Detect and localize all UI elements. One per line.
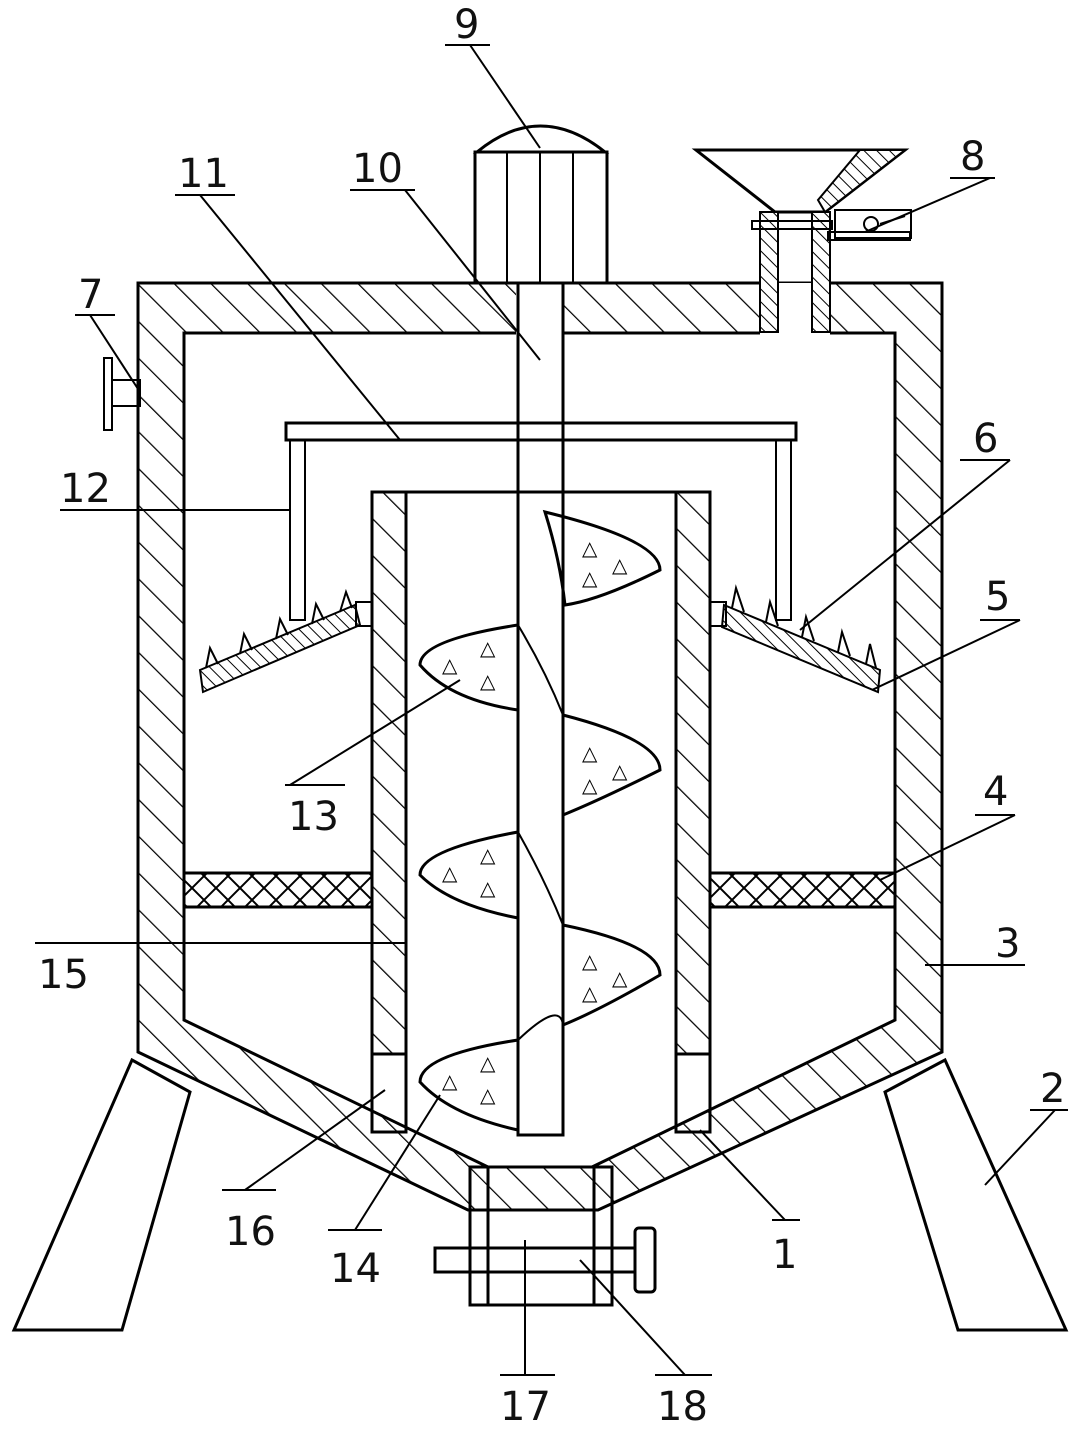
svg-text:△: △ [442, 653, 458, 677]
svg-text:△: △ [582, 773, 598, 797]
leader-lines [35, 44, 1068, 1376]
inclined-plates [198, 584, 882, 694]
label-9: 9 [454, 2, 479, 48]
label-6: 6 [973, 416, 998, 462]
drive-shaft [516, 281, 565, 1137]
svg-text:△: △ [612, 966, 628, 990]
svg-text:△: △ [480, 843, 496, 867]
support-legs [11, 1057, 1069, 1332]
label-3: 3 [995, 921, 1020, 967]
label-16: 16 [225, 1209, 276, 1255]
label-10: 10 [352, 146, 403, 192]
svg-text:△: △ [442, 1069, 458, 1093]
svg-text:△: △ [480, 669, 496, 693]
svg-text:△: △ [612, 759, 628, 783]
label-13: 13 [288, 794, 339, 840]
svg-text:△: △ [480, 876, 496, 900]
label-5: 5 [985, 574, 1010, 620]
feed-hopper [691, 148, 912, 333]
svg-text:△: △ [582, 949, 598, 973]
label-14: 14 [330, 1246, 381, 1292]
motor [472, 124, 610, 285]
svg-text:△: △ [480, 636, 496, 660]
svg-text:△: △ [582, 566, 598, 590]
screw-auger: △ △ △ △ △ △ △ △ △ △ △ △ △ △ △ △ △ △ [418, 509, 662, 1132]
inner-cylinder [370, 490, 712, 1134]
part-labels: 1 2 3 4 5 6 7 8 9 10 11 12 13 14 15 16 1… [38, 2, 1065, 1430]
outlet-valve [433, 1165, 657, 1307]
svg-text:△: △ [582, 981, 598, 1005]
stirring-frame [284, 421, 798, 621]
svg-text:△: △ [480, 1083, 496, 1107]
side-inlet-pipe [103, 357, 141, 431]
label-17: 17 [500, 1384, 551, 1430]
svg-text:△: △ [582, 536, 598, 560]
svg-text:△: △ [442, 861, 458, 885]
label-18: 18 [657, 1384, 708, 1430]
label-11: 11 [178, 151, 229, 197]
label-2: 2 [1040, 1066, 1065, 1112]
label-12: 12 [60, 466, 111, 512]
svg-text:△: △ [612, 553, 628, 577]
label-1: 1 [772, 1232, 797, 1278]
label-8: 8 [960, 134, 985, 180]
label-15: 15 [38, 952, 89, 998]
svg-text:△: △ [582, 741, 598, 765]
label-4: 4 [983, 769, 1008, 815]
screen-mesh [182, 871, 897, 909]
label-7: 7 [78, 272, 103, 318]
svg-text:△: △ [480, 1051, 496, 1075]
